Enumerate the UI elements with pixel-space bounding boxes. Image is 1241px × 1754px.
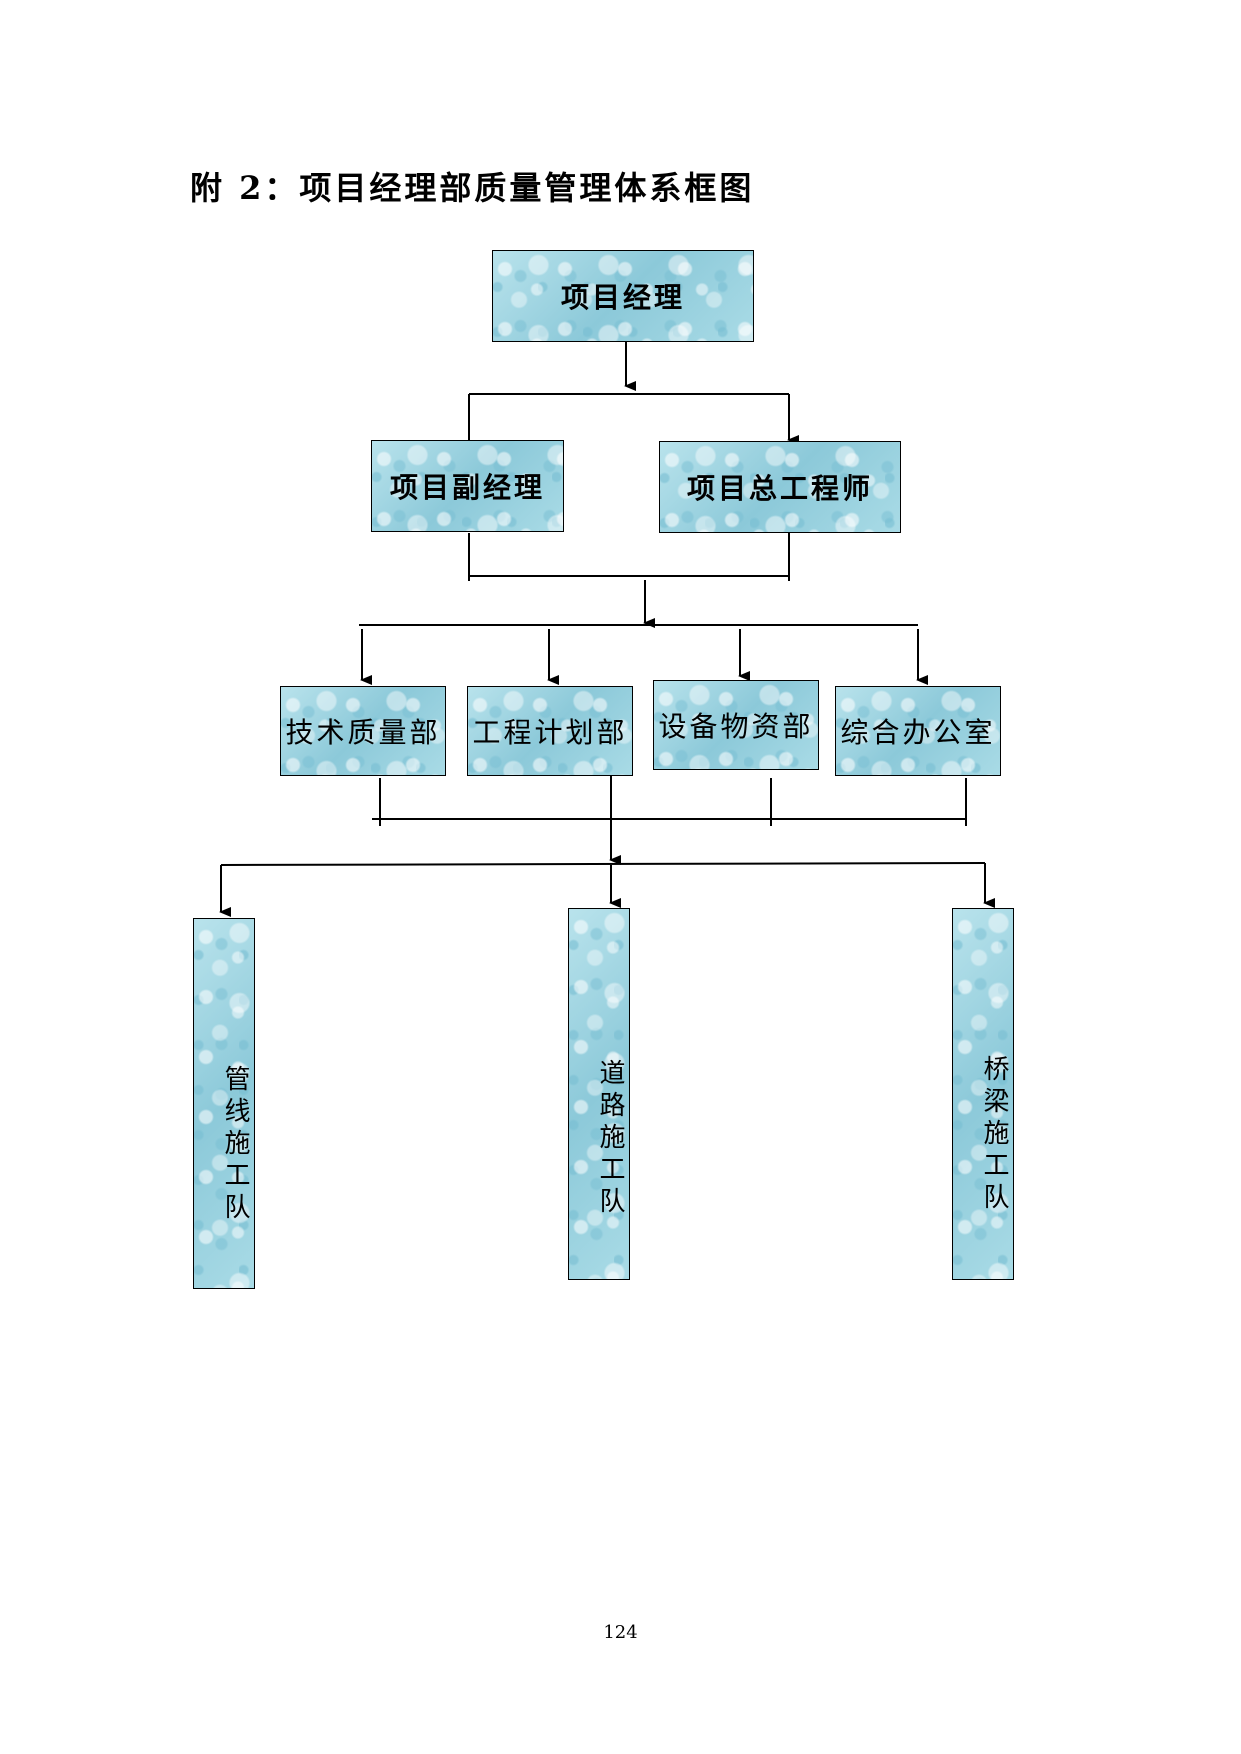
page-title: 附 2：项目经理部质量管理体系框图 <box>190 169 755 207</box>
node-team-bridge: 桥梁施工队 <box>952 908 1014 1280</box>
node-team-pipeline: 管线施工队 <box>193 918 255 1289</box>
node-deputy-manager: 项目副经理 <box>371 440 564 532</box>
node-dept-tech-quality-label: 技术质量部 <box>285 716 441 749</box>
node-deputy-manager-label: 项目副经理 <box>389 471 545 504</box>
node-dept-office-label: 综合办公室 <box>840 716 996 749</box>
bus-level4 <box>220 862 986 866</box>
node-dept-engineering-plan: 工程计划部 <box>467 686 633 776</box>
node-team-road-label: 道路施工队 <box>595 1059 625 1219</box>
node-team-bridge-label: 桥梁施工队 <box>979 1055 1009 1215</box>
node-dept-tech-quality: 技术质量部 <box>280 686 446 776</box>
node-team-road: 道路施工队 <box>568 908 630 1280</box>
node-dept-equipment: 设备物资部 <box>653 680 819 770</box>
node-team-pipeline-label: 管线施工队 <box>220 1064 250 1225</box>
page-number: 124 <box>603 1622 638 1643</box>
node-dept-engineering-plan-label: 工程计划部 <box>472 716 628 749</box>
node-dept-office: 综合办公室 <box>835 686 1001 776</box>
node-manager-label: 项目经理 <box>560 281 685 314</box>
node-chief-engineer-label: 项目总工程师 <box>686 472 873 505</box>
node-dept-equipment-label: 设备物资部 <box>658 710 814 743</box>
node-manager: 项目经理 <box>492 250 754 342</box>
node-chief-engineer: 项目总工程师 <box>659 441 901 533</box>
